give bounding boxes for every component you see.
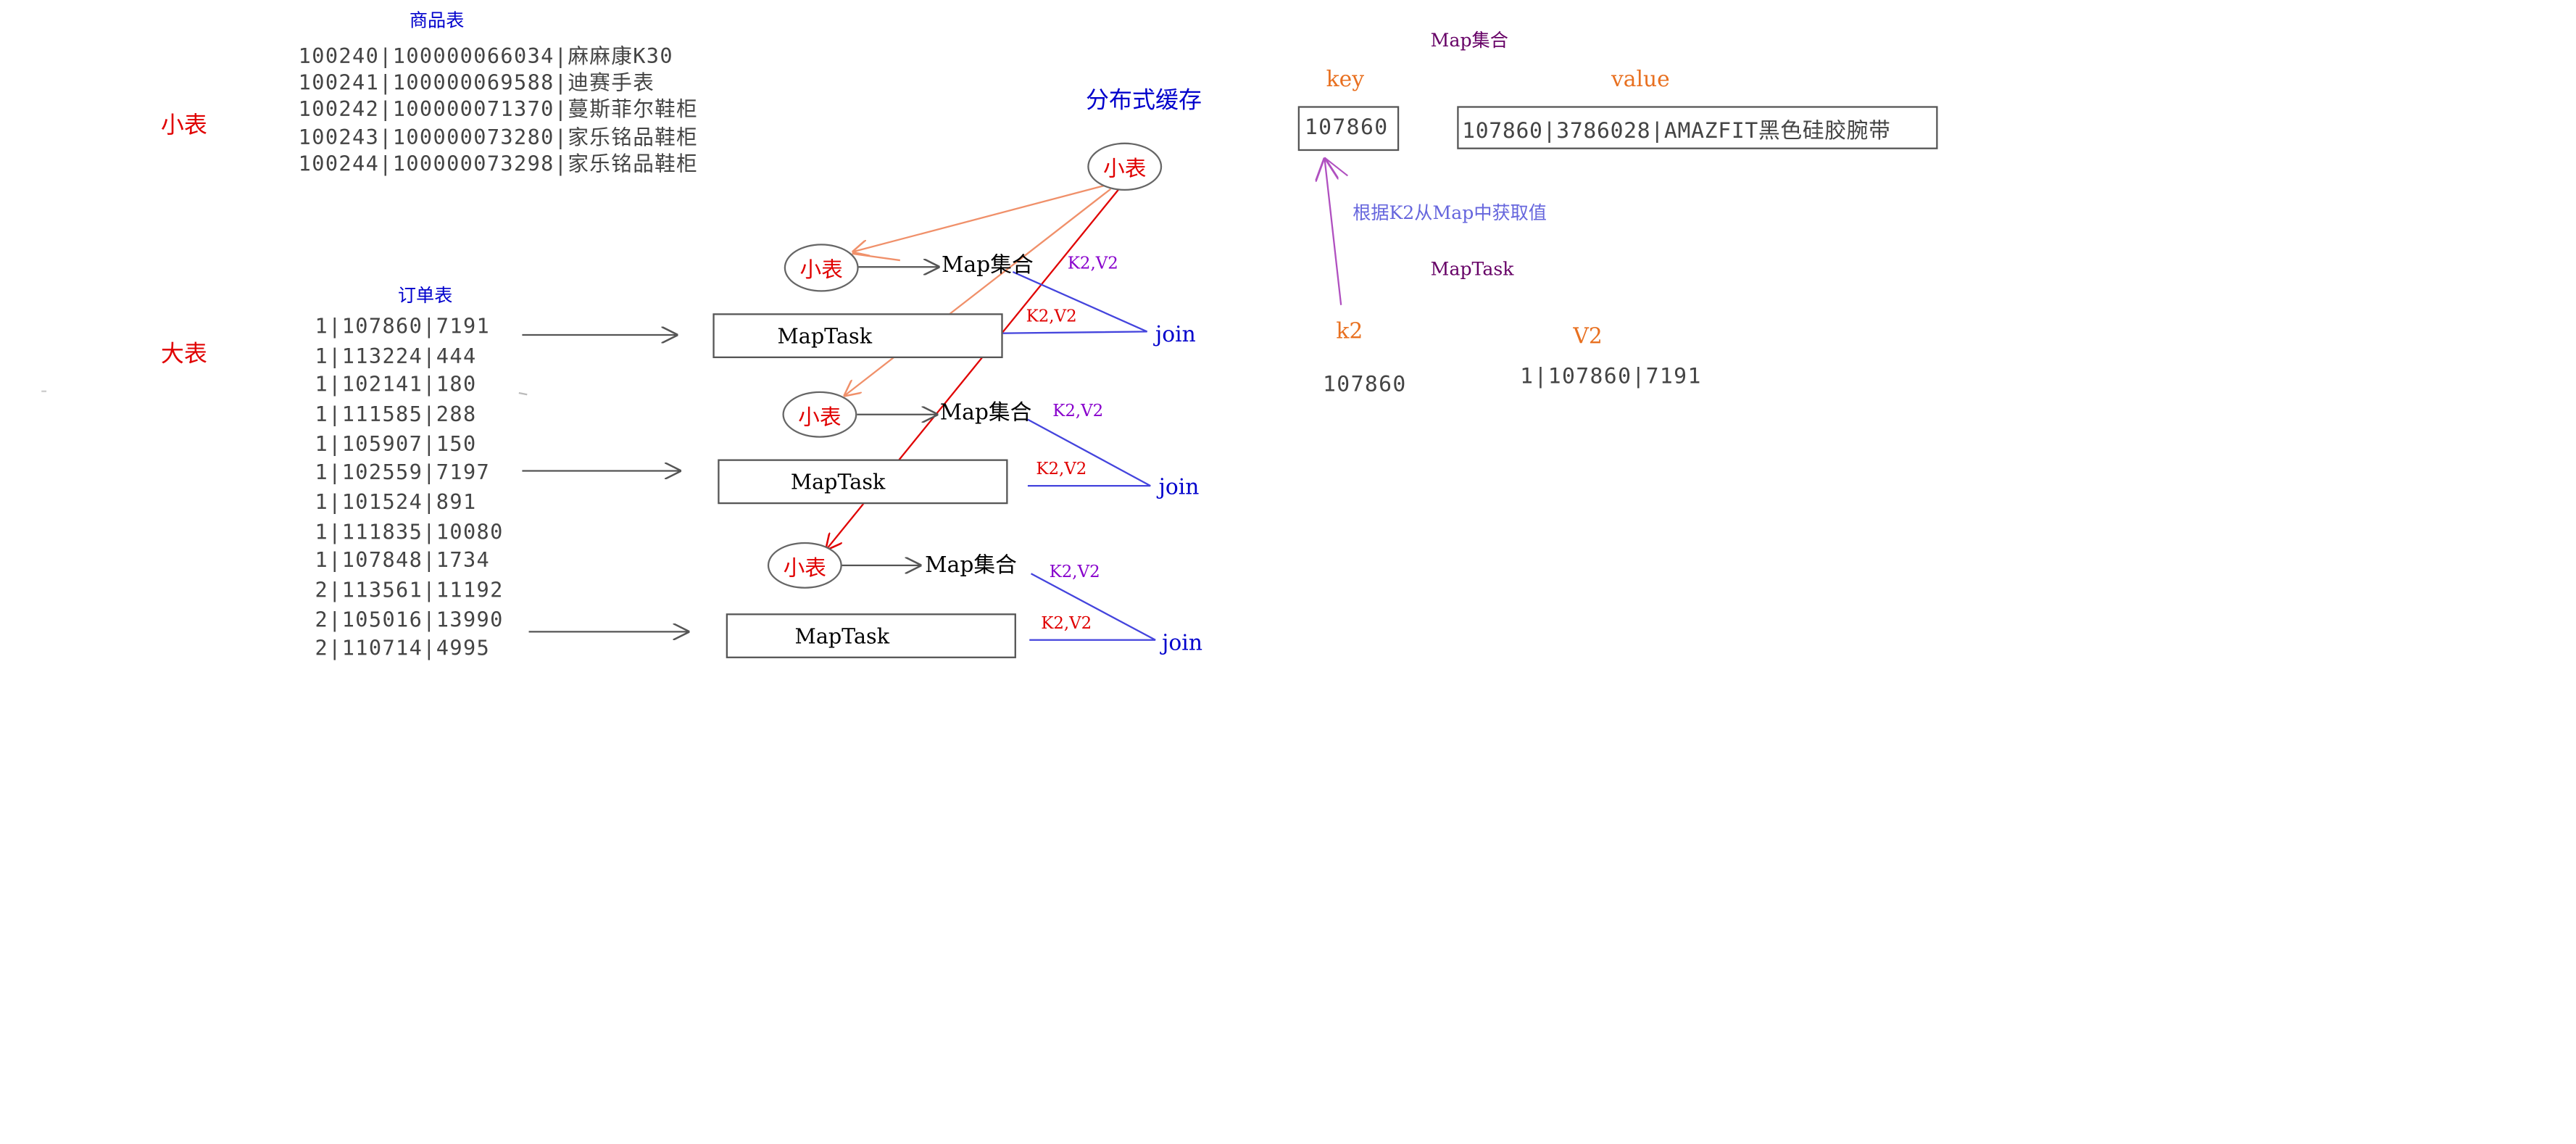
- maptask-box-1: MapTask: [712, 313, 1003, 358]
- cache-arrow-1: [852, 185, 1105, 252]
- value-cell: 107860|3786028|AMAZFIT黑色硅胶腕带: [1457, 106, 1938, 149]
- key-cell-value: 107860: [1304, 116, 1389, 141]
- lookup-arrow-tick: [1324, 157, 1348, 177]
- order-row: 1|102559|7197: [315, 459, 491, 484]
- small-table-node-2: 小表: [782, 391, 857, 438]
- stray-mark: [518, 391, 528, 396]
- order-row: 2|110714|4995: [315, 634, 491, 660]
- maptask-detail-title: MapTask: [1430, 258, 1514, 281]
- value-cell-value: 107860|3786028|AMAZFIT黑色硅胶腕带: [1462, 118, 1891, 144]
- key-cell: 107860: [1297, 106, 1400, 152]
- cache-small-table-label: 小表: [1102, 157, 1147, 183]
- join-lines-1: [1001, 271, 1148, 334]
- map-collection-title: Map集合: [1430, 30, 1508, 51]
- join-label-1: join: [1155, 323, 1196, 349]
- goods-row: 100240|100000066034|麻麻康K30: [298, 43, 673, 68]
- value-header: value: [1611, 67, 1670, 94]
- small-table-node-label: 小表: [798, 405, 842, 431]
- v2-header: V2: [1573, 325, 1603, 350]
- big-table-label: 大表: [160, 341, 207, 368]
- maptask-box-3: MapTask: [726, 613, 1016, 658]
- small-table-node-3: 小表: [767, 542, 842, 589]
- order-row: 2|113561|11192: [315, 576, 504, 602]
- order-row: 1|111585|288: [315, 401, 477, 426]
- join-lines-2: [1027, 418, 1151, 487]
- goods-table-title: 商品表: [409, 9, 465, 32]
- orders-table-title: 订单表: [397, 285, 453, 307]
- maptask-label: MapTask: [794, 623, 890, 649]
- v2-value: 1|107860|7191: [1520, 365, 1702, 390]
- kv-label-top-3: K2,V2: [1049, 563, 1100, 582]
- kv-label-task-1: K2,V2: [1026, 308, 1077, 327]
- cache-arrow-2: [844, 188, 1111, 397]
- small-table-node-label: 小表: [783, 556, 827, 581]
- maptask-label: MapTask: [777, 323, 873, 349]
- cache-small-table-node: 小表: [1087, 142, 1163, 191]
- map-collection-label-1: Map集合: [942, 253, 1034, 279]
- join-label-3: join: [1162, 631, 1202, 657]
- map-collection-label-3: Map集合: [925, 553, 1017, 579]
- order-row: 1|107860|7191: [315, 313, 491, 339]
- join-label-2: join: [1158, 476, 1200, 501]
- order-row: 1|107848|1734: [315, 547, 491, 573]
- k2-header: k2: [1336, 320, 1363, 345]
- k2-value: 107860: [1323, 373, 1407, 398]
- order-row: 1|105907|150: [315, 431, 477, 456]
- small-table-node-1: 小表: [784, 244, 859, 292]
- small-table-label: 小表: [160, 112, 207, 140]
- order-row: 2|105016|13990: [315, 607, 504, 632]
- distributed-cache-title: 分布式缓存: [1085, 88, 1202, 115]
- order-row: 1|101524|891: [315, 489, 477, 514]
- maptask-label: MapTask: [790, 469, 886, 494]
- kv-label-top-2: K2,V2: [1052, 402, 1104, 421]
- maptask-box-2: MapTask: [718, 459, 1008, 505]
- goods-row: 100243|100000073280|家乐铭品鞋柜: [298, 124, 699, 149]
- goods-row: 100244|100000073298|家乐铭品鞋柜: [298, 151, 699, 176]
- map-collection-label-2: Map集合: [939, 401, 1032, 426]
- key-header: key: [1326, 67, 1365, 94]
- lookup-note: 根据K2从Map中获取值: [1353, 202, 1547, 224]
- goods-row: 100242|100000071370|蔓斯菲尔鞋柜: [298, 96, 699, 121]
- lookup-arrow: [1324, 157, 1342, 305]
- cache-return-tick: [852, 252, 900, 262]
- goods-row: 100241|100000069588|迪赛手表: [298, 70, 655, 95]
- kv-label-top-1: K2,V2: [1067, 255, 1118, 274]
- join-lines-3: [1029, 573, 1156, 641]
- order-row: 1|102141|180: [315, 371, 477, 397]
- order-row: 1|111835|10080: [315, 518, 504, 544]
- kv-label-task-2: K2,V2: [1036, 460, 1087, 479]
- order-row: 1|113224|444: [315, 343, 477, 368]
- kv-label-task-3: K2,V2: [1041, 615, 1092, 634]
- small-table-node-label: 小表: [799, 258, 843, 284]
